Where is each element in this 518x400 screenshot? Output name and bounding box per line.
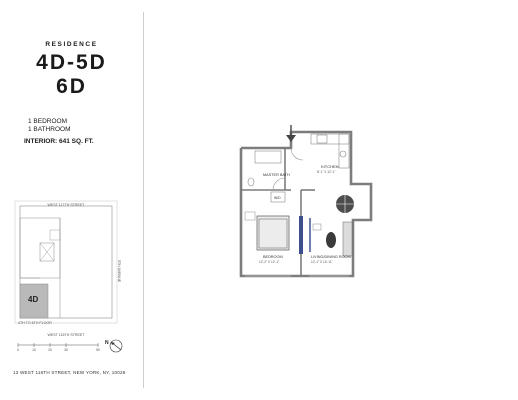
panel-divider [143, 12, 144, 388]
scale-tick-label: 0 [17, 348, 19, 352]
wd-label: W/D [274, 196, 281, 200]
scale-tick-label: 10 [32, 348, 36, 352]
avenue-label: 5TH AVENUE [117, 260, 121, 283]
kitchen-counters [310, 133, 350, 169]
bathroom-count: 1 BATHROOM [28, 126, 71, 133]
floor-range-label: 4TH TO 6TH FLOOR [18, 321, 52, 325]
keyplan-unit-highlight [19, 283, 49, 319]
sliding-door [299, 216, 303, 254]
keyplan-unit-tag: 4D [28, 295, 38, 304]
bedroom-count: 1 BEDROOM [28, 118, 68, 125]
scale-tick-label: 50 [96, 348, 100, 352]
dining-table [336, 195, 354, 213]
keyplan-lot-line [14, 200, 118, 324]
entry-arrow-icon [286, 125, 296, 142]
washer-dryer [270, 191, 286, 203]
interior-area: INTERIOR: 641 SQ. FT. [24, 138, 94, 145]
keyplan-shaft [49, 229, 61, 241]
north-arrow-icon: N [105, 339, 123, 353]
key-plan: 4D WEST 117TH STREET WEST 116TH STREET 4… [14, 200, 123, 353]
sliding-door-track [309, 218, 311, 252]
room-dims-bedroom: 12'-2" X 12'-1" [259, 260, 279, 264]
bed-bath-info: 1 BEDROOM 1 BATHROOM [28, 118, 71, 134]
bed [244, 211, 290, 251]
interior-walls [241, 148, 315, 276]
scale-tick-label: 30 [64, 348, 68, 352]
room-label-bedroom: BEDROOM [263, 255, 283, 259]
north-label: N [105, 340, 109, 346]
room-label-master-bath: MASTER BATH [263, 173, 290, 177]
unit-numbers-line2: 6D [56, 75, 87, 98]
scale-tick-label: 20 [48, 348, 52, 352]
residence-label: RESIDENCE [45, 41, 98, 48]
street-bottom-label: WEST 116TH STREET [47, 333, 85, 337]
street-top-label: WEST 117TH STREET [47, 203, 85, 207]
floor-plan: KITCHEN 8'-1" X 12'-1" MASTER BATH W/D B… [239, 125, 373, 278]
room-label-living-dining: LIVING/DINING ROOM [311, 255, 351, 259]
room-label-kitchen: KITCHEN [321, 164, 339, 169]
door-swings [272, 147, 304, 191]
living-furniture [312, 221, 353, 257]
unit-numbers-line1: 4D-5D [36, 51, 107, 74]
info-panel: RESIDENCE 4D-5D 6D 1 BEDROOM 1 BATHROOM … [0, 0, 143, 400]
bath-fixtures [247, 150, 282, 187]
keyplan-core-x2 [39, 242, 55, 262]
room-dims-kitchen: 8'-1" X 12'-1" [317, 170, 335, 174]
keyplan-core [39, 242, 55, 262]
room-dims-living-dining: 12'-1" X 14'-11" [311, 260, 333, 264]
building-address: 13 WEST 116TH STREET, NEW YORK, NY, 1002… [13, 370, 126, 375]
